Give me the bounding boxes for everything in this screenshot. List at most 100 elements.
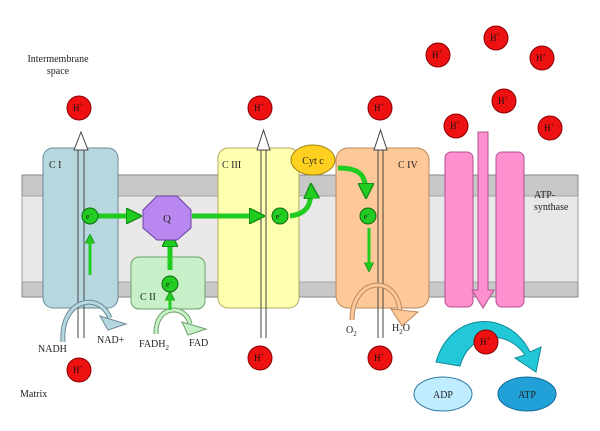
electron-label: e− [166,280,173,289]
proton-charge: + [80,103,84,109]
electron: e− [81,207,99,225]
proton-charge: + [497,33,501,39]
proton-circle [537,115,563,141]
proton-ion: H+ [367,345,393,371]
proton-symbol: H [480,337,487,347]
complex-1: C I [42,147,119,309]
nadh-label: NADH [38,344,67,355]
proton-symbol: H [450,121,457,131]
atp: ATP [497,376,557,412]
fadh2-label: FADH2 [139,339,169,352]
proton-ion: H+ [491,88,517,114]
nad-label: NAD+ [97,335,125,346]
ubiquinone: Q [142,195,192,241]
electron-charge: − [367,213,370,218]
proton-symbol: H [544,123,551,133]
fadh2-subscript: 2 [165,344,169,352]
c3-to-cytc-arrow [289,186,311,219]
protons: H+H+H+H+H+H+H+H+H+H+H+H+H+ [66,25,563,383]
electron-symbol: e [86,212,90,221]
o2-subscript: 2 [353,330,357,338]
electrons: e−e−e−e− [81,207,377,293]
electron: e− [161,275,179,293]
proton-charge: + [487,337,491,343]
electron-label: e− [276,212,283,221]
proton-circle [367,95,393,121]
electron-circle [359,207,377,225]
proton-label: H+ [536,53,547,63]
matrix-label: Matrix [20,389,47,400]
complex-2-label: C II [140,292,156,303]
proton-circle [247,95,273,121]
h2o-h: H [392,323,399,334]
proton-ion: H+ [537,115,563,141]
complex-3: C III [217,147,300,309]
proton-label: H+ [374,103,385,113]
proton-label: H+ [490,33,501,43]
proton-symbol: H [254,103,261,113]
atp-synthase-label: ATP-synthase [534,190,569,213]
proton-circle [247,345,273,371]
proton-symbol: H [490,33,497,43]
atp-label: ATP [518,390,536,401]
complex-1-label: C I [49,160,62,171]
proton-label: H+ [450,121,461,131]
proton-symbol: H [254,353,261,363]
proton-circle [491,88,517,114]
proton-ion: H+ [367,95,393,121]
atp-synthase-left-subunit [444,151,474,308]
h2o-o: O [403,323,410,334]
oxygen-reduction-arrow [349,282,420,327]
electron-label: e− [86,212,93,221]
electron-symbol: e [276,212,280,221]
q-label: Q [163,213,171,225]
proton-charge: + [80,365,84,371]
cytc-ellipse [290,144,336,176]
proton-pump-arrows [73,128,388,338]
proton-circle [473,329,499,355]
atp-synthase: ATP-synthase [444,131,569,309]
complex-4-proton-arrow [373,128,388,338]
proton-symbol: H [536,53,543,63]
proton-circle [425,42,451,68]
electron-symbol: e [364,212,368,221]
atp-ellipse [497,376,557,412]
proton-charge: + [551,123,555,129]
electron-charge: − [279,213,282,218]
proton-label: H+ [374,353,385,363]
h2o-subscript: 2 [399,328,403,336]
adp: ADP [413,376,473,412]
electron-charge: − [89,213,92,218]
proton-ion: H+ [66,95,92,121]
proton-symbol: H [73,365,80,375]
proton-circle [66,95,92,121]
proton-circle [367,345,393,371]
proton-symbol: H [498,96,505,106]
proton-charge: + [261,103,265,109]
electron: e− [359,207,377,225]
electron: e− [271,207,289,225]
complex-1-box [42,147,119,309]
o2-label: O2 [346,325,357,338]
complex-3-label: C III [222,160,241,171]
proton-circle [483,25,509,51]
electron-charge: − [169,281,172,286]
cytc-to-c4-arrow [337,165,366,196]
electron-circle [81,207,99,225]
complex-3-proton-arrow [256,128,271,338]
proton-ion: H+ [247,95,273,121]
atp-synthase-right-subunit [495,151,525,308]
proton-ion: H+ [425,42,451,68]
proton-charge: + [381,353,385,359]
proton-label: H+ [254,353,265,363]
electron-circle [161,275,179,293]
fadh2-text: FADH [139,339,165,350]
q-octagon [142,195,192,241]
proton-label: H+ [73,103,84,113]
proton-label: H+ [480,337,491,347]
electron-circle [271,207,289,225]
proton-charge: + [439,50,443,56]
proton-circle [66,357,92,383]
proton-ion: H+ [473,329,499,355]
